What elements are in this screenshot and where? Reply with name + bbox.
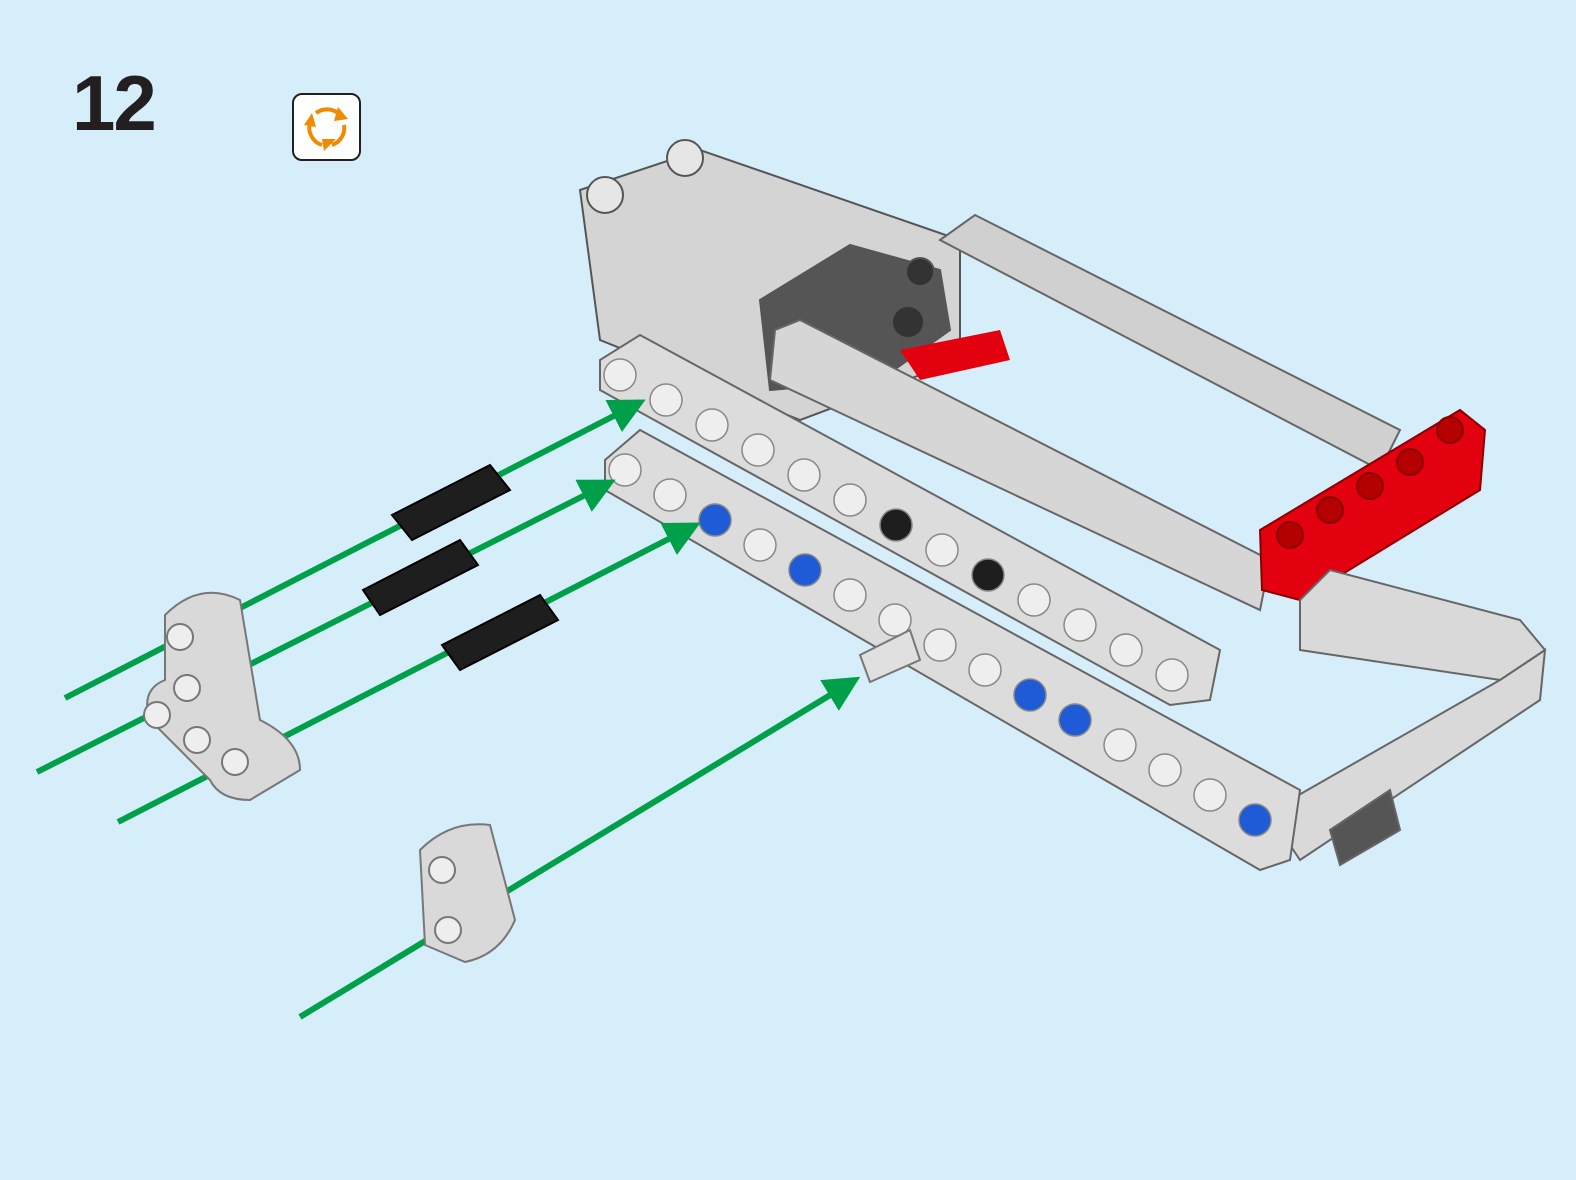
beam-hole — [698, 503, 732, 537]
arrow-line — [298, 676, 861, 1020]
black-pin — [440, 593, 560, 672]
upper-frame — [768, 213, 1402, 612]
beam-hole — [1238, 803, 1272, 837]
beam-hole — [608, 453, 642, 487]
beam-hole — [925, 533, 959, 567]
beam-hole — [878, 603, 912, 637]
red-part — [900, 330, 1010, 380]
black-pin — [361, 538, 480, 617]
beam-hole — [649, 383, 683, 417]
beam-hole — [741, 433, 775, 467]
beam-hole — [1058, 703, 1092, 737]
beam-hole — [833, 578, 867, 612]
beam-hole — [1013, 678, 1047, 712]
bottom-frame — [1278, 568, 1547, 867]
step-number: 12 — [72, 59, 157, 147]
beam-hole — [1103, 728, 1137, 762]
red-beam — [1258, 408, 1487, 602]
rotate-model-icon — [292, 93, 361, 161]
beam-hole — [695, 408, 729, 442]
beam-hole — [787, 458, 821, 492]
beam-hole — [1193, 778, 1227, 812]
beam-holes: (function(){ const g=document.currentScr… — [603, 358, 1272, 837]
beam-hole — [1063, 608, 1097, 642]
beam-hole — [1109, 633, 1143, 667]
beam-hole — [923, 628, 957, 662]
beam-hole — [971, 558, 1005, 592]
beam-hole — [968, 653, 1002, 687]
beam-hole — [1148, 753, 1182, 787]
beam-hole — [833, 483, 867, 517]
beam-hole — [1017, 583, 1051, 617]
beam-hole — [1155, 658, 1189, 692]
beam-hole — [788, 553, 822, 587]
beam-hole — [653, 478, 687, 512]
beam-hole — [879, 508, 913, 542]
black-pins — [361, 463, 560, 672]
axle — [858, 628, 922, 684]
beam-hole — [743, 528, 777, 562]
arrow-line — [63, 399, 646, 701]
beam-hole — [603, 358, 637, 392]
arrow-line — [35, 479, 616, 775]
triple-connector — [143, 591, 302, 802]
black-pin — [390, 463, 512, 542]
axle-pin-connector — [418, 823, 517, 964]
